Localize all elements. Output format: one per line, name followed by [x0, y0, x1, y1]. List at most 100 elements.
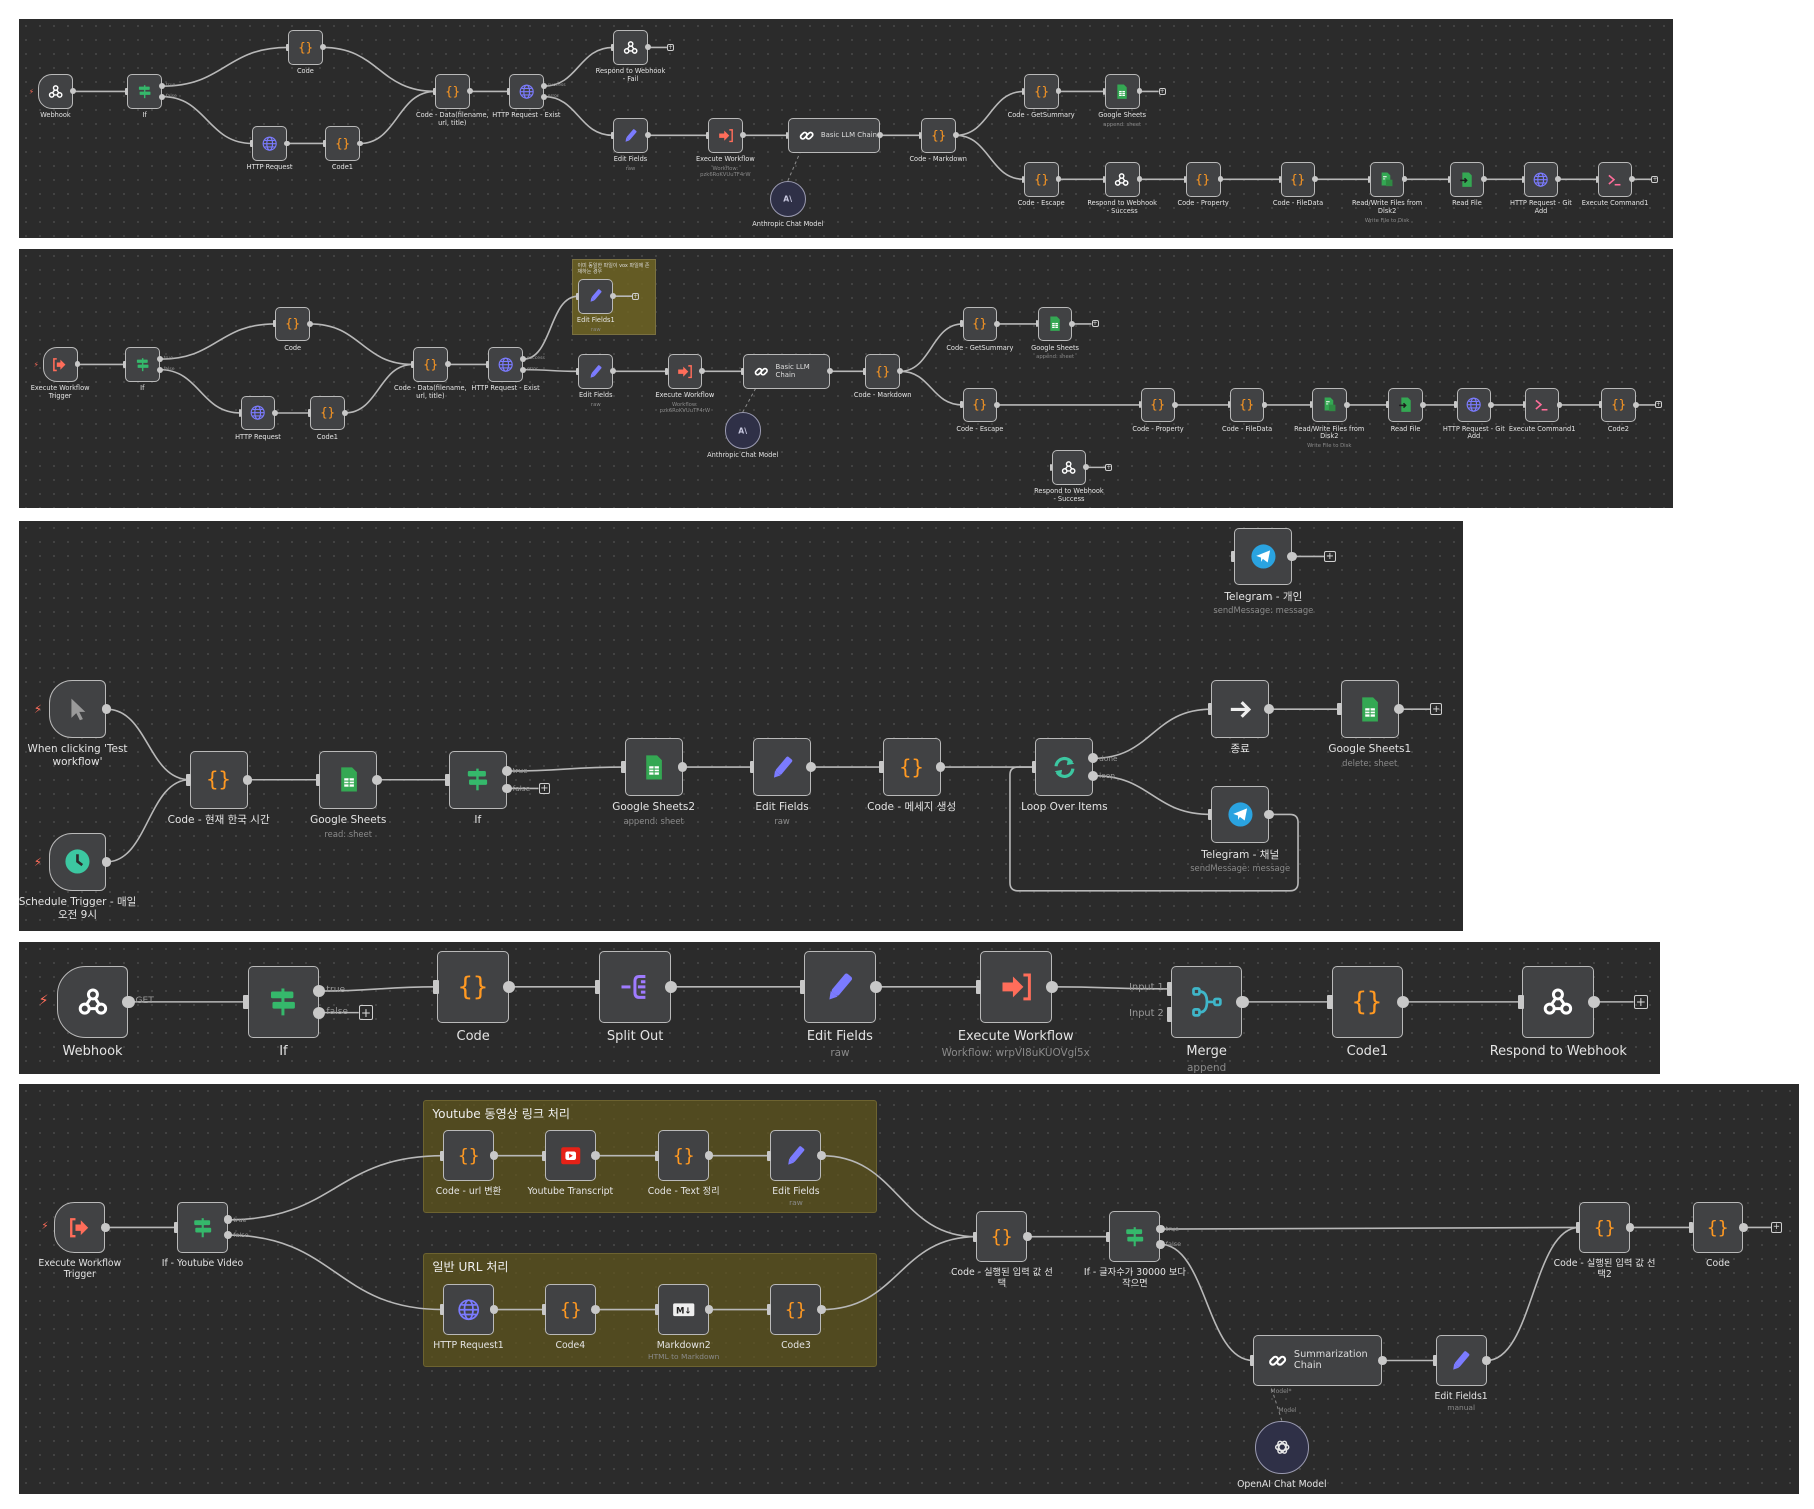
input-port[interactable]: [445, 773, 450, 786]
output-port[interactable]: [877, 132, 884, 139]
node-node[interactable]: [1211, 680, 1270, 739]
input-port[interactable]: [1595, 175, 1599, 183]
node-if-30000[interactable]: [1109, 1211, 1161, 1263]
input-port[interactable]: [440, 1150, 444, 1161]
node-code[interactable]: {}: [976, 1211, 1028, 1263]
input-port[interactable]: [879, 761, 884, 773]
input-port[interactable]: [1230, 550, 1236, 563]
node-code-getsummary[interactable]: {}: [1023, 74, 1059, 109]
output-port[interactable]: [1055, 176, 1062, 183]
input-port[interactable]: [286, 43, 289, 51]
output-port[interactable]: [1401, 176, 1408, 183]
node-telegram[interactable]: [1211, 785, 1270, 844]
node-if[interactable]: [124, 347, 160, 382]
output-port[interactable]: [677, 762, 688, 772]
input-port[interactable]: [250, 139, 253, 147]
output-port[interactable]: [1055, 88, 1062, 95]
input-port[interactable]: [665, 367, 669, 375]
add-node-button[interactable]: +: [632, 292, 640, 300]
node-google-sheets2[interactable]: [624, 738, 683, 796]
input-port[interactable]: [1367, 175, 1371, 183]
node-code1[interactable]: {}: [325, 126, 360, 161]
output-port[interactable]: [69, 88, 76, 95]
node-edit-fields[interactable]: [770, 1130, 822, 1182]
input-port[interactable]: [410, 360, 414, 368]
node-code-filedata[interactable]: {}: [1280, 161, 1316, 197]
output-port[interactable]: [307, 320, 313, 327]
input-port[interactable]: [576, 292, 580, 300]
input-port[interactable]: [1166, 981, 1172, 997]
node-basic-llm-chain[interactable]: Basic LLM Chain: [787, 118, 881, 153]
node-execute-workflow[interactable]: [979, 950, 1052, 1023]
output-port[interactable]: [1632, 401, 1639, 408]
node-read-write-files-from-disk2[interactable]: [1369, 161, 1405, 197]
node-when-clicking-test-workflow[interactable]: [48, 680, 107, 739]
node-google-sheets[interactable]: [1104, 74, 1140, 109]
node-if[interactable]: [448, 750, 507, 809]
output-port[interactable]: [122, 995, 135, 1008]
output-port[interactable]: [1482, 1356, 1491, 1365]
input-port[interactable]: [323, 139, 326, 147]
output-port[interactable]: [591, 1151, 601, 1161]
output-port[interactable]: [869, 980, 882, 993]
node-code-url[interactable]: {}: [443, 1130, 494, 1182]
node-loop-over-items[interactable]: [1035, 738, 1094, 796]
input-port[interactable]: [273, 320, 276, 328]
node-code-2[interactable]: {}: [1579, 1202, 1631, 1253]
input-port[interactable]: [1599, 401, 1602, 409]
node-code-markdown[interactable]: {}: [920, 118, 956, 153]
output-port[interactable]: [356, 140, 363, 147]
add-node-button[interactable]: +: [1651, 175, 1659, 183]
output-port[interactable]: [1378, 1356, 1387, 1365]
input-port[interactable]: [767, 1304, 772, 1315]
output-port[interactable]: [1156, 1224, 1165, 1234]
input-port[interactable]: [1021, 175, 1025, 183]
output-port[interactable]: [739, 132, 746, 139]
output-port[interactable]: [1136, 176, 1143, 183]
output-port[interactable]: [223, 1230, 233, 1240]
input-port[interactable]: [315, 773, 321, 786]
output-port[interactable]: [817, 1151, 826, 1161]
add-node-button[interactable]: +: [1654, 401, 1662, 409]
output-port[interactable]: [817, 1305, 826, 1314]
input-port[interactable]: [767, 1150, 772, 1161]
node-execute-workflow[interactable]: [708, 118, 743, 153]
node-summarization-chain[interactable]: Summarization Chain: [1252, 1335, 1383, 1386]
input-port[interactable]: [1576, 1222, 1580, 1233]
node-google-sheets[interactable]: [319, 750, 378, 809]
output-port[interactable]: [283, 140, 290, 147]
input-port[interactable]: [1447, 175, 1451, 183]
input-port[interactable]: [125, 87, 128, 95]
node-code-property[interactable]: {}: [1140, 387, 1176, 423]
node-code-markdown[interactable]: {}: [865, 354, 901, 389]
output-port[interactable]: [519, 356, 526, 363]
node-telegram[interactable]: [1234, 527, 1293, 586]
input-port[interactable]: [749, 761, 755, 773]
input-port[interactable]: [1106, 1231, 1111, 1242]
node-openai-chat-model[interactable]: [1255, 1420, 1309, 1474]
node-code4[interactable]: {}: [544, 1284, 596, 1336]
output-port[interactable]: [319, 44, 326, 51]
output-port[interactable]: [704, 1305, 714, 1314]
node-execute-workflow[interactable]: [667, 354, 703, 389]
output-port[interactable]: [242, 774, 253, 785]
output-port[interactable]: [1556, 401, 1563, 408]
output-port[interactable]: [1393, 704, 1404, 715]
output-port[interactable]: [1629, 176, 1636, 183]
output-port[interactable]: [1287, 551, 1298, 562]
output-port[interactable]: [313, 1006, 326, 1019]
output-port[interactable]: [1625, 1223, 1635, 1232]
node-if-youtube-video[interactable]: [177, 1202, 228, 1253]
output-port[interactable]: [1261, 401, 1268, 408]
input-port[interactable]: [1386, 401, 1389, 409]
node-read-file[interactable]: [1388, 387, 1423, 423]
output-port[interactable]: [341, 410, 348, 416]
output-port[interactable]: [156, 366, 163, 373]
node-basic-llm-chain[interactable]: Basic LLM Chain: [743, 354, 831, 389]
input-port[interactable]: [655, 1150, 660, 1161]
node-webhook[interactable]: [56, 966, 129, 1038]
output-port[interactable]: [74, 361, 81, 368]
add-node-button[interactable]: +: [1105, 463, 1113, 471]
output-port[interactable]: [156, 356, 163, 363]
input-port[interactable]: [705, 131, 709, 139]
